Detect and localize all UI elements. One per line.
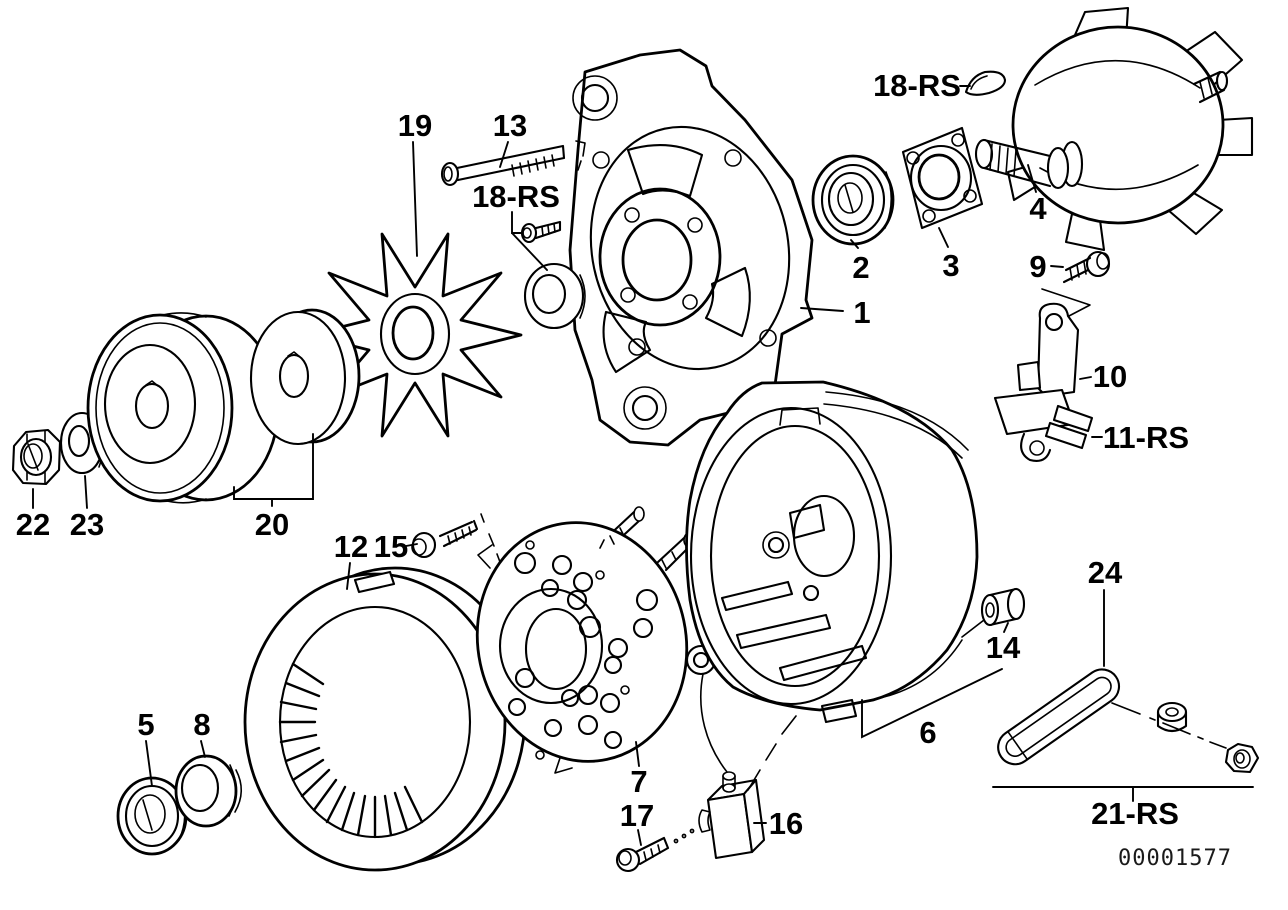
clamp-and-nuts-shape bbox=[997, 668, 1260, 774]
rectifier-holes bbox=[507, 551, 659, 750]
callout-15: 15 bbox=[374, 529, 408, 564]
front-bearing-shape bbox=[811, 154, 895, 246]
callout-11rs: 11-RS bbox=[1103, 420, 1189, 455]
callout-6: 6 bbox=[919, 715, 936, 750]
callout-14: 14 bbox=[986, 630, 1021, 665]
nut-22-shape bbox=[11, 428, 62, 486]
callout-19: 19 bbox=[398, 108, 432, 143]
callout-18rs-left: 18-RS bbox=[472, 179, 560, 214]
screw-15-shape bbox=[411, 513, 501, 563]
callout-8: 8 bbox=[193, 707, 210, 742]
collar-8-shape bbox=[174, 754, 243, 828]
rectifier-shape bbox=[475, 506, 695, 774]
pulley-shape bbox=[86, 308, 361, 504]
callout-10: 10 bbox=[1093, 359, 1127, 394]
front-housing-shape bbox=[568, 48, 814, 447]
callout-1: 1 bbox=[853, 295, 870, 330]
callout-22: 22 bbox=[16, 507, 50, 542]
callout-23: 23 bbox=[70, 507, 104, 542]
rotor-shape bbox=[974, 6, 1254, 252]
stator-lamination-hatch bbox=[278, 662, 424, 839]
rectifier-small-holes bbox=[525, 540, 630, 760]
key-shape bbox=[964, 70, 1007, 96]
callout-21rs: 21-RS bbox=[1091, 796, 1179, 831]
callout-17: 17 bbox=[620, 798, 654, 833]
screw-17-shape bbox=[615, 828, 695, 873]
capacitor-shape bbox=[698, 715, 797, 860]
callout-2: 2 bbox=[852, 250, 869, 285]
drawing-number: 00001577 bbox=[1118, 846, 1232, 871]
brush-holder-regulator-shape bbox=[993, 302, 1094, 462]
callout-labels: 19 13 18-RS 18-RS 2 3 4 9 1 10 11-RS 22 … bbox=[16, 68, 1189, 841]
callout-16: 16 bbox=[769, 806, 803, 841]
callout-18rs-top: 18-RS bbox=[873, 68, 961, 103]
callout-3: 3 bbox=[942, 248, 959, 283]
rear-housing-shape bbox=[685, 380, 979, 724]
callout-12: 12 bbox=[334, 529, 368, 564]
callout-9: 9 bbox=[1029, 249, 1046, 284]
callout-24: 24 bbox=[1088, 555, 1123, 590]
callout-13: 13 bbox=[493, 108, 527, 143]
retainer-plate-shape bbox=[901, 126, 984, 230]
bolt-shape bbox=[440, 140, 586, 187]
stator-shape bbox=[243, 566, 527, 872]
callout-7: 7 bbox=[630, 764, 647, 799]
callout-4: 4 bbox=[1029, 191, 1047, 226]
leader-lines bbox=[32, 85, 1254, 846]
callout-5: 5 bbox=[137, 707, 154, 742]
callout-20: 20 bbox=[255, 507, 289, 542]
screw-and-collar-shape bbox=[520, 220, 586, 330]
sleeve-shape bbox=[961, 587, 1026, 638]
